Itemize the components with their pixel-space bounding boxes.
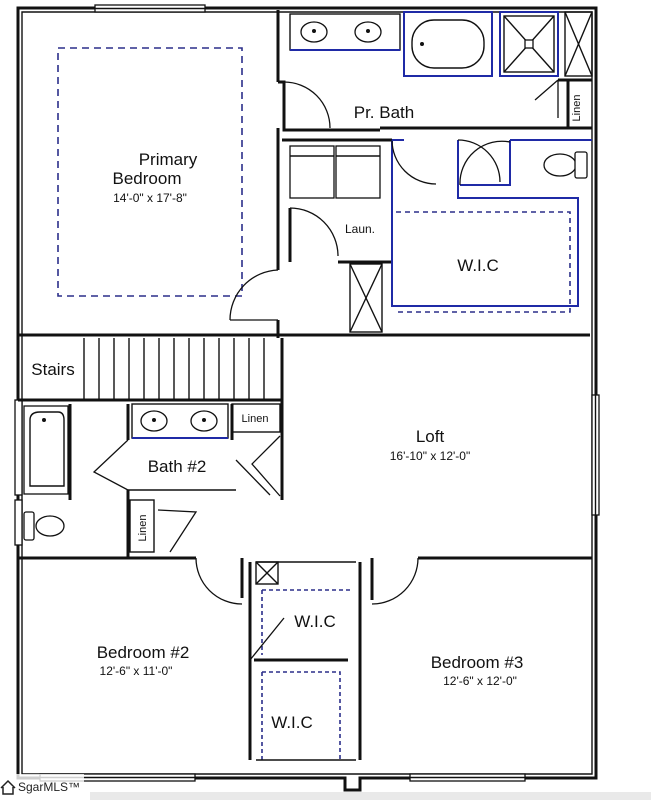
stair-treads bbox=[83, 338, 265, 400]
primary-bedroom bbox=[18, 10, 590, 338]
house-logo-icon bbox=[0, 779, 16, 795]
room-label-hall-linen: Linen bbox=[137, 515, 149, 542]
room-label-bath2: Bath #2 bbox=[148, 457, 207, 476]
room-label-bedroom2: Bedroom #2 bbox=[97, 643, 190, 662]
room-label-primary-bath: Pr. Bath bbox=[354, 103, 414, 122]
room-label-loft: Loft bbox=[416, 427, 445, 446]
hall-linen: Linen bbox=[129, 499, 198, 553]
primary-bath: Pr. Bath Linen bbox=[278, 11, 593, 186]
room-label-bath2-linen: Linen bbox=[242, 413, 269, 425]
room-label-bedroom3: Bedroom #3 bbox=[431, 653, 524, 672]
mls-watermark: SgarMLS™ bbox=[0, 774, 85, 800]
stairs: Stairs bbox=[18, 338, 284, 402]
bottom-strip bbox=[90, 792, 651, 800]
room-label-wic-lower: W.I.C bbox=[271, 713, 313, 732]
bath2-tub-toilet bbox=[23, 404, 72, 541]
room-label-laundry: Laun. bbox=[345, 222, 375, 236]
room-dims-loft: 16'-10" x 12'-0" bbox=[390, 449, 470, 463]
room-label-primary-bedroom-1: Primary bbox=[139, 150, 198, 169]
laundry: Laun. bbox=[282, 138, 437, 333]
room-label-primary-linen: Linen bbox=[571, 95, 583, 122]
watermark-text: SgarMLS™ bbox=[18, 780, 81, 794]
primary-wic: W.I.C bbox=[391, 139, 579, 313]
loft: Loft 16'-10" x 12'-0" bbox=[18, 427, 592, 605]
room-dims-bedroom3: 12'-6" x 12'-0" bbox=[443, 674, 517, 688]
bath-2: Bath #2 Linen bbox=[92, 400, 284, 558]
room-label-wic-upper: W.I.C bbox=[294, 612, 336, 631]
room-label-stairs: Stairs bbox=[31, 360, 74, 379]
room-label-primary-wic: W.I.C bbox=[457, 256, 499, 275]
bedroom-closets: W.I.C W.I.C bbox=[248, 561, 362, 761]
room-dims-bedroom2: 12'-6" x 11'-0" bbox=[100, 664, 173, 678]
room-dims-primary-bedroom: 14'-0" x 17'-8" bbox=[113, 191, 187, 205]
room-label-primary-bedroom-2: Bedroom bbox=[113, 169, 182, 188]
